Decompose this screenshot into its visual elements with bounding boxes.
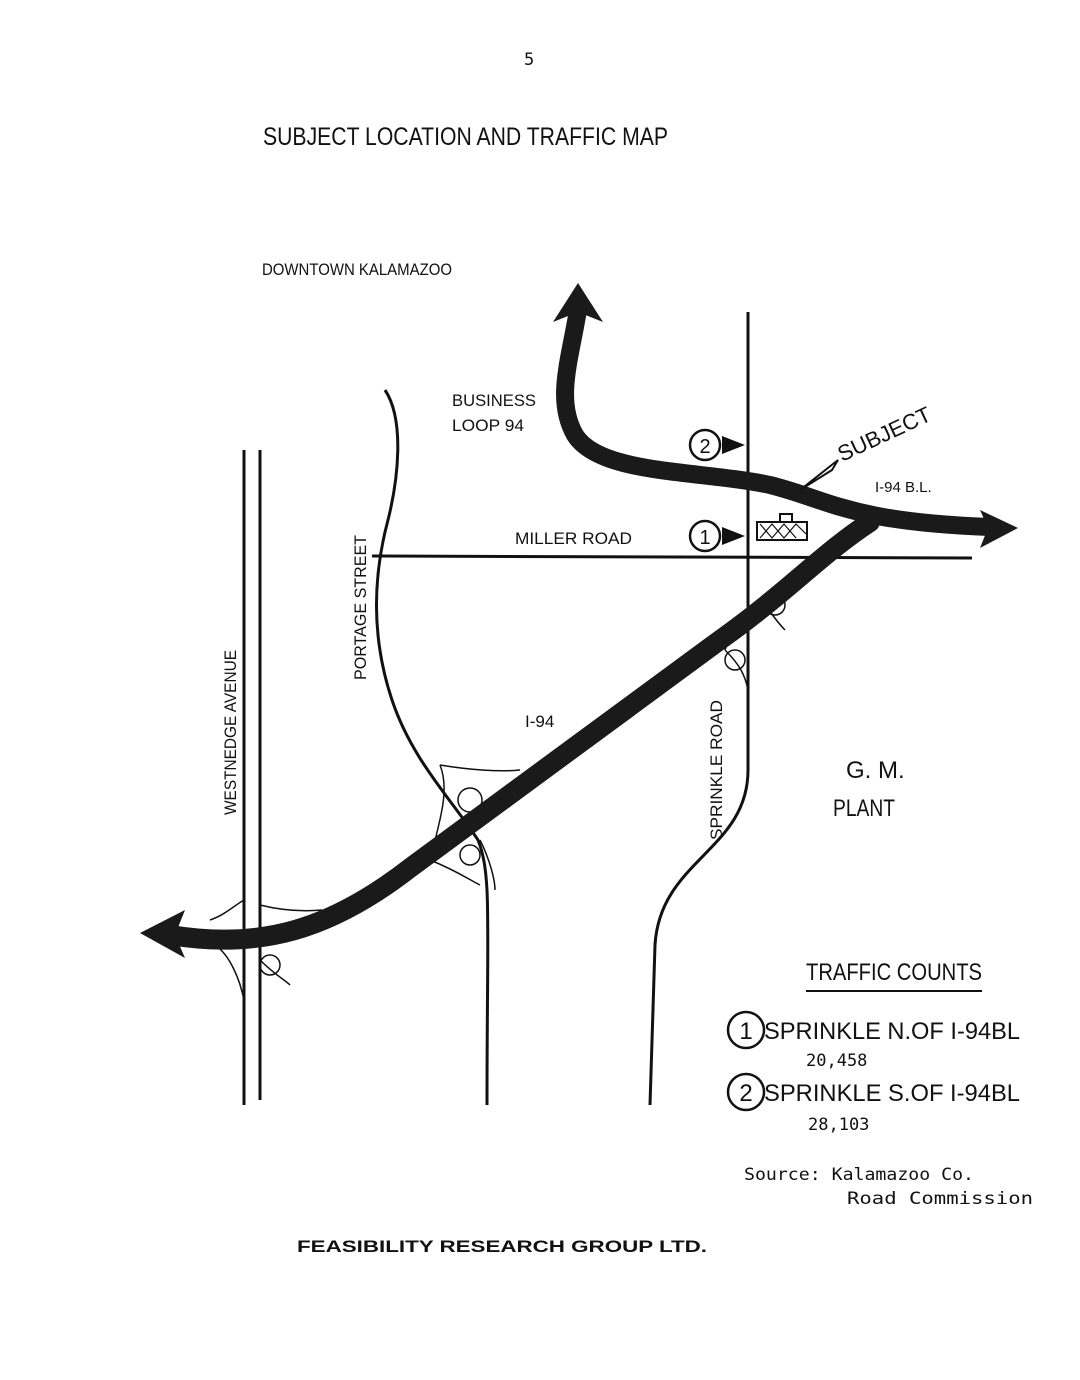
count-1-location: SPRINKLE N.OF I-94BL xyxy=(764,1018,1020,1045)
westnedge-avenue-road xyxy=(242,450,262,1105)
business-loop-north-arrow xyxy=(553,283,603,322)
portage-street-road xyxy=(375,389,490,1106)
svg-text:1: 1 xyxy=(739,1018,752,1045)
business-loop-94 xyxy=(553,283,1018,548)
source-line2: Road Commission xyxy=(847,1189,1033,1209)
subject-property xyxy=(756,513,808,541)
i94-highway xyxy=(140,512,880,958)
svg-text:2: 2 xyxy=(699,436,710,458)
miller-road xyxy=(371,554,973,560)
gm-label-line2: PLANT xyxy=(833,795,895,822)
traffic-counts-legend: TRAFFIC COUNTS 1 SPRINKLE N.OF I-94BL 20… xyxy=(726,959,1020,1135)
portage-label: PORTAGE STREET xyxy=(351,535,370,680)
marker-1: 1 xyxy=(688,519,745,553)
miller-label: MILLER ROAD xyxy=(515,529,632,548)
page-title: SUBJECT LOCATION AND TRAFFIC MAP xyxy=(263,123,668,151)
footer-company: FEASIBILITY RESEARCH GROUP LTD. xyxy=(297,1237,707,1256)
count-1-value: 20,458 xyxy=(806,1051,867,1071)
page-number: 5 xyxy=(524,50,534,70)
i94bl-label: I-94 B.L. xyxy=(875,479,932,496)
business-loop-east-arrow xyxy=(980,510,1018,548)
count-2-location: SPRINKLE S.OF I-94BL xyxy=(764,1080,1020,1107)
marker-2: 2 xyxy=(688,428,745,462)
traffic-counts-heading: TRAFFIC COUNTS xyxy=(806,959,982,986)
gm-label-line1: G. M. xyxy=(846,757,905,784)
count-2-value: 28,103 xyxy=(808,1115,869,1135)
sprinkle-label: SPRINKLE ROAD xyxy=(707,700,726,840)
downtown-label: DOWNTOWN KALAMAZOO xyxy=(262,260,452,279)
subject-label: SUBJECT xyxy=(834,402,935,467)
westnedge-label: WESTNEDGE AVENUE xyxy=(221,650,240,815)
i94-label: I-94 xyxy=(525,712,554,731)
svg-text:1: 1 xyxy=(699,527,710,549)
i94-west-arrow xyxy=(140,910,185,958)
source-line1: Source: Kalamazoo Co. xyxy=(744,1165,974,1185)
business-loop-label-line2: LOOP 94 xyxy=(452,416,524,435)
sprinkle-road xyxy=(648,312,750,1106)
svg-text:2: 2 xyxy=(739,1080,752,1107)
subject-pointer xyxy=(799,459,839,491)
business-loop-label-line1: BUSINESS xyxy=(452,391,536,410)
